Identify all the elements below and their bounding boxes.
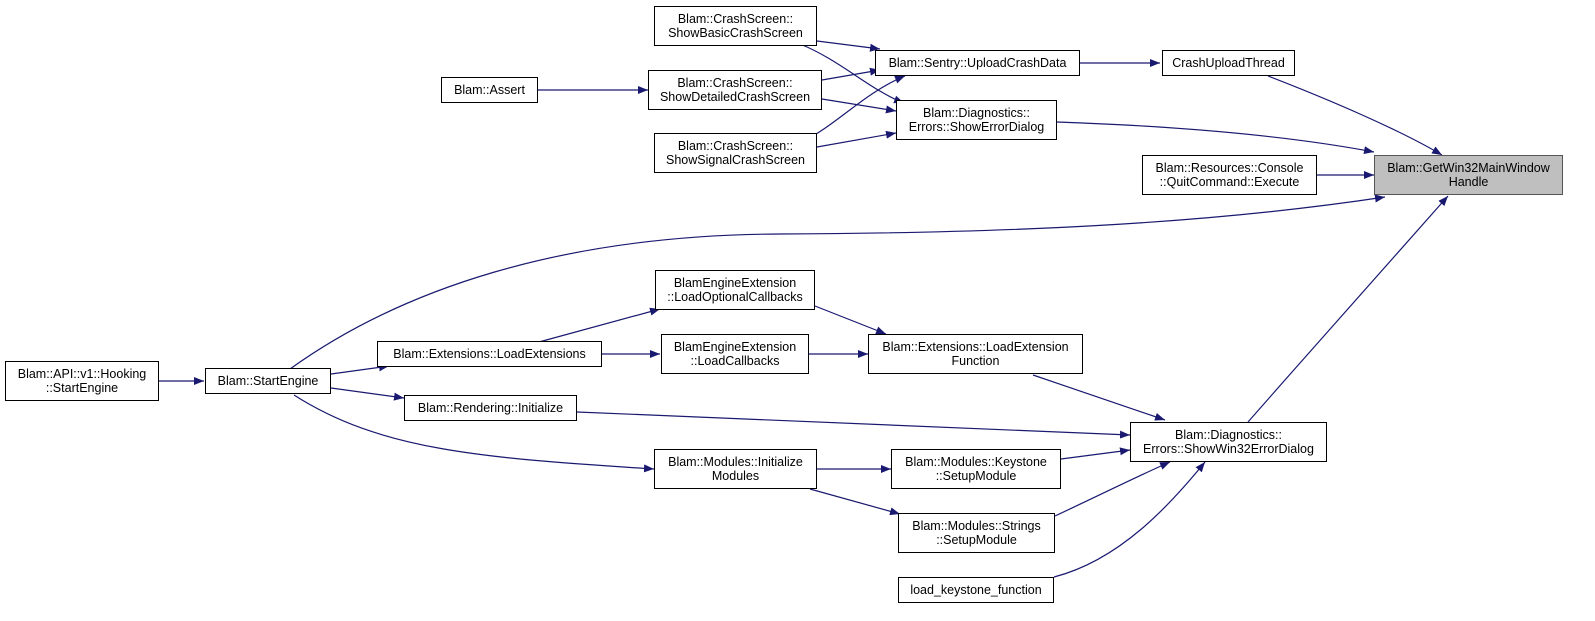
node-label-line2: Modules (711, 469, 760, 483)
node-label-line1: Blam::CrashScreen:: (677, 76, 793, 90)
edge-startengine-to-renderinginitialize (330, 387, 405, 401)
node-strings-setup-module[interactable]: Blam::Modules::Strings ::SetupModule (898, 513, 1055, 553)
node-label-line2: ::StartEngine (45, 381, 119, 395)
node-label-line1: BlamEngineExtension (673, 276, 797, 290)
edge-showdetailed-to-showerrordialog (821, 98, 897, 114)
node-sentry-upload-crash-data[interactable]: Blam::Sentry::UploadCrashData (875, 50, 1080, 76)
node-label-line1: CrashUploadThread (1172, 56, 1285, 70)
edge-showbasic-to-uploadcrashdata (816, 40, 881, 52)
node-label-line2: ShowBasicCrashScreen (668, 26, 803, 40)
edge-loadextensionfunction-to-showwin32errordialog (1032, 374, 1166, 421)
node-label-line2: ShowDetailedCrashScreen (659, 90, 811, 104)
node-label-line2: ::QuitCommand::Execute (1159, 175, 1300, 189)
node-load-extensions[interactable]: Blam::Extensions::LoadExtensions (377, 341, 602, 367)
edge-loadextensions-to-loadoptionalcallbacks (538, 307, 661, 343)
node-label-line1: Blam::GetWin32MainWindow (1387, 161, 1550, 175)
node-label-line2: Errors::ShowErrorDialog (908, 120, 1045, 134)
node-load-callbacks[interactable]: BlamEngineExtension ::LoadCallbacks (661, 334, 809, 374)
node-label-line1: Blam::Rendering::Initialize (417, 401, 564, 415)
node-modules-initialize-modules[interactable]: Blam::Modules::Initialize Modules (654, 449, 817, 489)
edge-modulesinitialize-to-stringssetup (809, 488, 901, 516)
edge-stringssetup-to-showwin32errordialog (1054, 461, 1171, 517)
node-quit-command-execute[interactable]: Blam::Resources::Console ::QuitCommand::… (1142, 155, 1317, 195)
node-label-line1: Blam::CrashScreen:: (677, 12, 794, 26)
node-label-line2: ::SetupModule (936, 533, 1017, 547)
edge-showdetailed-to-uploadcrashdata (821, 67, 881, 81)
node-rendering-initialize[interactable]: Blam::Rendering::Initialize (404, 395, 577, 421)
edge-startengine-to-modulesinitialize (293, 394, 655, 473)
node-label-line1: Blam::Diagnostics:: (923, 106, 1030, 120)
node-show-win32-error-dialog[interactable]: Blam::Diagnostics:: Errors::ShowWin32Err… (1130, 422, 1327, 462)
edge-showwin32errordialog-to-getwin32 (1247, 195, 1449, 423)
node-load-extension-function[interactable]: Blam::Extensions::LoadExtension Function (868, 334, 1083, 374)
node-label-line2: ShowSignalCrashScreen (666, 153, 805, 167)
node-load-keystone-function[interactable]: load_keystone_function (898, 577, 1054, 603)
edge-keystonesetup-to-showwin32errordialog (1060, 447, 1131, 460)
node-label-line2: ::SetupModule (935, 469, 1017, 483)
node-label-line1: Blam::Sentry::UploadCrashData (888, 56, 1067, 70)
node-label-line1: BlamEngineExtension (673, 340, 797, 354)
edge-startengine-to-getwin32 (289, 194, 1386, 370)
edge-loadkeystonefunction-to-showwin32errordialog (1053, 461, 1206, 578)
node-start-engine[interactable]: Blam::StartEngine (205, 368, 331, 394)
node-load-optional-callbacks[interactable]: BlamEngineExtension ::LoadOptionalCallba… (655, 270, 815, 310)
node-show-basic-crash-screen[interactable]: Blam::CrashScreen:: ShowBasicCrashScreen (654, 6, 817, 46)
edge-showsignal-to-showerrordialog (816, 130, 897, 148)
edge-loadoptionalcallbacks-to-loadextensionfunction (814, 305, 887, 335)
node-label-line2: ::LoadOptionalCallbacks (667, 290, 803, 304)
node-label-line2: Errors::ShowWin32ErrorDialog (1143, 442, 1314, 456)
node-label-line2: Function (951, 354, 1000, 368)
node-label-line1: Blam::API::v1::Hooking (17, 367, 147, 381)
edge-startengine-to-loadextensions (330, 363, 390, 375)
edge-crashuploadthread-to-getwin32 (1267, 75, 1443, 156)
node-assert[interactable]: Blam::Assert (441, 77, 538, 103)
node-show-detailed-crash-screen[interactable]: Blam::CrashScreen:: ShowDetailedCrashScr… (648, 70, 822, 110)
node-label-line1: Blam::Extensions::LoadExtensions (393, 347, 586, 361)
node-label-line1: Blam::Modules::Keystone (905, 455, 1047, 469)
node-show-error-dialog[interactable]: Blam::Diagnostics:: Errors::ShowErrorDia… (896, 100, 1057, 140)
node-label-line2: Handle (1448, 175, 1489, 189)
node-label-line1: Blam::CrashScreen:: (677, 139, 794, 153)
node-label-line2: ::LoadCallbacks (690, 354, 780, 368)
node-label-line1: Blam::Diagnostics:: (1175, 428, 1282, 442)
node-crash-upload-thread[interactable]: CrashUploadThread (1162, 50, 1295, 76)
edge-showerrordialog-to-getwin32 (1056, 121, 1375, 155)
node-label-line1: Blam::Resources::Console (1155, 161, 1304, 175)
node-label-line1: Blam::StartEngine (217, 374, 319, 388)
node-label-line1: Blam::Assert (454, 83, 525, 97)
node-show-signal-crash-screen[interactable]: Blam::CrashScreen:: ShowSignalCrashScree… (654, 133, 817, 173)
edge-showbasic-to-showerrordialog (799, 43, 905, 104)
node-keystone-setup-module[interactable]: Blam::Modules::Keystone ::SetupModule (891, 449, 1061, 489)
edge-renderinginitialize-to-showwin32errordialog (576, 411, 1131, 439)
node-api-hooking-start-engine[interactable]: Blam::API::v1::Hooking ::StartEngine (5, 361, 159, 401)
node-label-line1: Blam::Modules::Initialize (668, 455, 803, 469)
node-label-line1: load_keystone_function (910, 583, 1042, 597)
node-label-line1: Blam::Extensions::LoadExtension (882, 340, 1069, 354)
node-label-line1: Blam::Modules::Strings (912, 519, 1041, 533)
node-get-win32-main-window-handle[interactable]: Blam::GetWin32MainWindow Handle (1374, 155, 1563, 195)
